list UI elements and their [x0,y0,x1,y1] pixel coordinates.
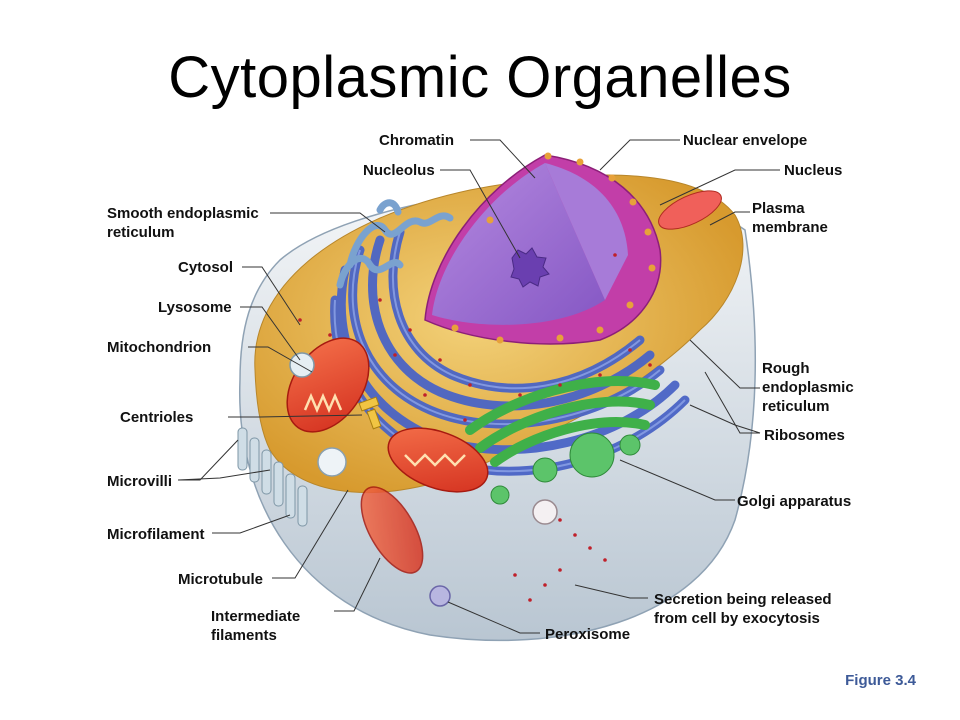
label-nucleus: Nucleus [784,162,843,179]
centrioles [358,396,382,430]
label-rough-er-line2: endoplasmic [762,379,854,396]
nucleolus [510,247,550,288]
label-rough-er-line3: reticulum [762,398,830,415]
label-smooth-er-line1: Smooth endoplasmic [107,205,259,222]
label-intermediate-filaments-line2: filaments [211,627,277,644]
golgi-vesicles [462,432,641,505]
label-microtubule: Microtubule [178,571,263,588]
label-nucleolus: Nucleolus [363,162,435,179]
label-cytosol: Cytosol [178,259,234,276]
vesicle [317,447,347,477]
ribosomes [298,253,652,602]
label-peroxisome: Peroxisome [545,626,631,643]
label-mitochondrion: Mitochondrion [107,339,212,356]
peroxisome [429,585,451,607]
slide-title: Cytoplasmic Organelles [168,45,792,110]
leader-lines [177,139,780,634]
nuclear-pores [451,152,656,344]
nucleus-cut-face-right [545,163,628,300]
nucleus-cut-face [432,163,605,325]
label-plasma-membrane-line2: membrane [752,219,828,236]
label-ribosomes: Ribosomes [764,427,845,444]
mitochondrion-2 [387,427,489,493]
label-rough-er-line1: Rough [762,360,810,377]
lysosome [289,352,315,378]
golgi-apparatus [465,376,660,467]
secretory-vesicle [532,499,558,525]
label-microvilli: Microvilli [107,473,173,490]
smooth-er [336,199,454,289]
label-smooth-er-line2: reticulum [107,224,175,241]
mitochondrion-4 [658,190,722,230]
label-microfilament: Microfilament [107,526,205,543]
label-secretion-line2: from cell by exocytosis [654,610,820,627]
label-golgi-apparatus: Golgi apparatus [737,493,852,510]
label-chromatin: Chromatin [379,132,454,149]
label-secretion-line1: Secretion being released [654,591,832,608]
label-centrioles: Centrioles [120,409,194,426]
mitochondrion-3 [360,486,424,574]
microvilli [237,427,308,527]
label-intermediate-filaments-line1: Intermediate [211,608,301,625]
label-nuclear-envelope: Nuclear envelope [683,132,808,149]
figure-caption: Figure 3.4 [845,672,916,689]
label-plasma-membrane-line1: Plasma [752,200,805,217]
label-lysosome: Lysosome [158,299,232,316]
